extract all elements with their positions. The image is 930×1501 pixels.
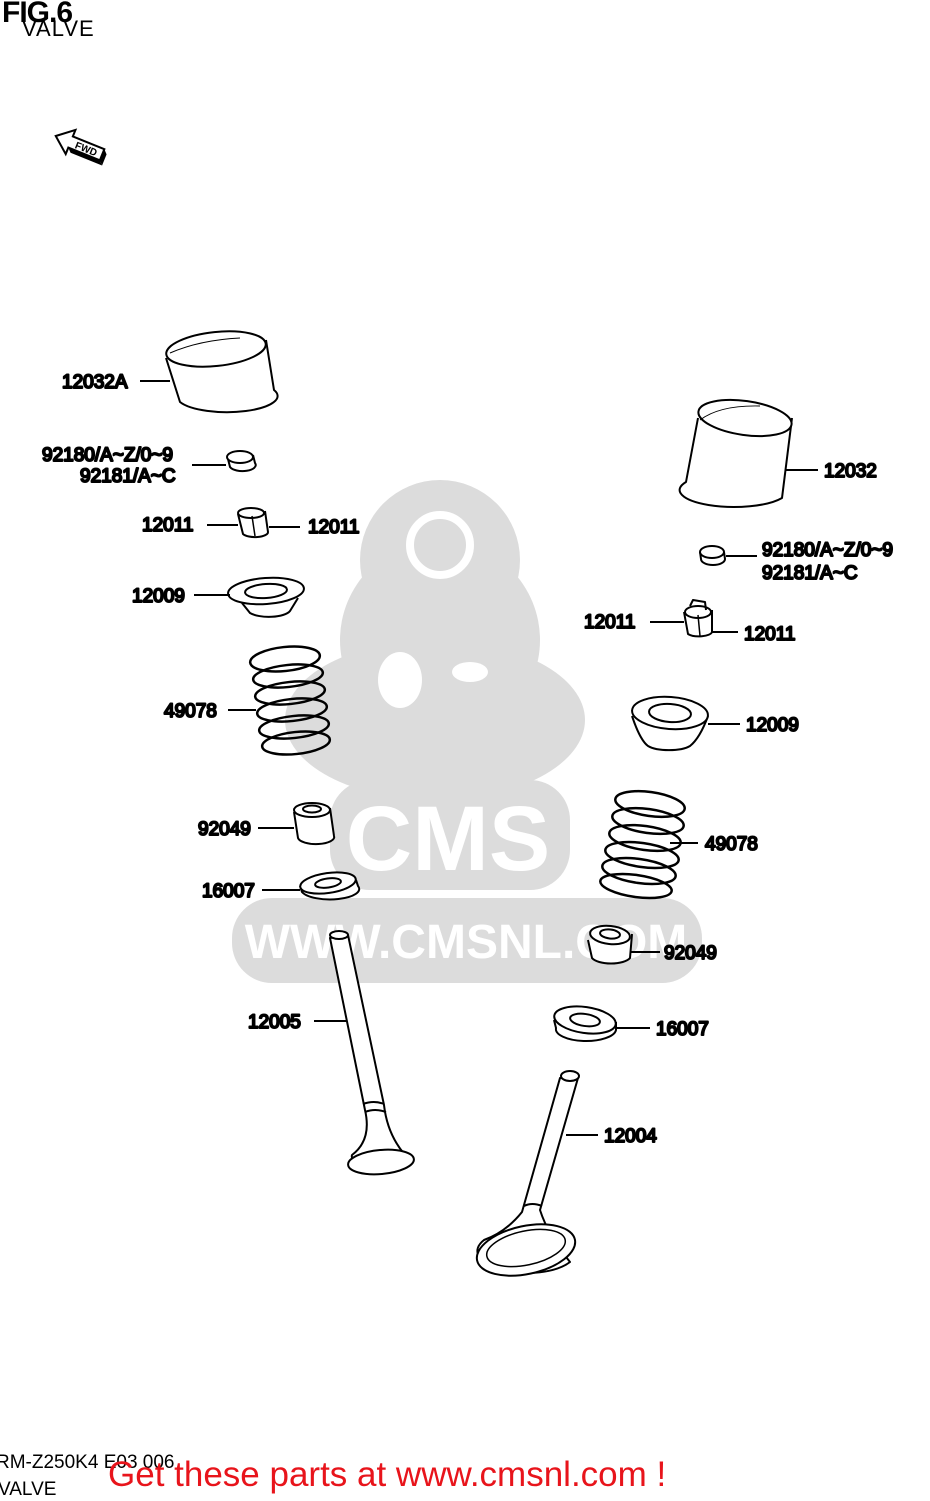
right-tappet bbox=[678, 398, 793, 508]
right-valve bbox=[475, 1070, 580, 1277]
right-spring bbox=[599, 789, 686, 900]
label-right-stem-seal: 92049 bbox=[664, 943, 717, 964]
label-left-spring-seat: 16007 bbox=[202, 881, 255, 902]
forward-arrow-icon: FWD bbox=[54, 128, 107, 166]
label-left-retainer: 12009 bbox=[132, 586, 185, 607]
label-left-shim-a: 92180/A~Z/0~9 bbox=[42, 445, 173, 466]
label-right-tappet: 12032 bbox=[824, 461, 877, 482]
label-right-valve: 12004 bbox=[604, 1126, 657, 1147]
label-right-shim-b: 92181/A~C bbox=[762, 563, 858, 584]
left-cotters bbox=[237, 507, 269, 539]
right-cotters bbox=[683, 599, 713, 638]
label-left-stem-seal: 92049 bbox=[198, 819, 251, 840]
left-spring-seat bbox=[299, 871, 361, 901]
label-right-retainer: 12009 bbox=[746, 715, 799, 736]
right-shim bbox=[699, 545, 726, 566]
figure-title: FIG.6 bbox=[2, 0, 73, 29]
right-spring-seat bbox=[553, 1005, 617, 1043]
left-tappet bbox=[165, 330, 279, 414]
left-shim bbox=[226, 450, 257, 473]
label-right-spring-seat: 16007 bbox=[656, 1019, 709, 1040]
promo-link[interactable]: Get these parts at www.cmsnl.com ! bbox=[108, 1455, 667, 1494]
label-right-cotter-a: 12011 bbox=[584, 612, 635, 633]
left-valve bbox=[329, 930, 415, 1176]
label-left-cotter-a: 12011 bbox=[142, 515, 193, 536]
label-right-shim-a: 92180/A~Z/0~9 bbox=[762, 540, 893, 561]
right-stem-seal bbox=[587, 924, 633, 965]
left-spring bbox=[248, 645, 332, 756]
label-right-cotter-b: 12011 bbox=[744, 624, 795, 645]
left-stem-seal bbox=[293, 802, 336, 846]
label-left-spring: 49078 bbox=[164, 701, 217, 722]
label-left-valve: 12005 bbox=[248, 1012, 301, 1033]
label-left-cotter-b: 12011 bbox=[308, 517, 359, 538]
figure-subtitle: VALVE bbox=[22, 16, 95, 41]
left-retainer bbox=[227, 576, 305, 618]
model-subtitle: VALVE bbox=[0, 1479, 57, 1500]
watermark-brand: CMS bbox=[346, 788, 550, 890]
label-left-shim-b: 92181/A~C bbox=[80, 466, 176, 487]
label-left-tappet: 12032A bbox=[62, 372, 128, 393]
model-code: RM-Z250K4 E03 006 bbox=[0, 1452, 175, 1473]
label-right-spring: 49078 bbox=[705, 834, 758, 855]
right-retainer bbox=[631, 695, 709, 752]
